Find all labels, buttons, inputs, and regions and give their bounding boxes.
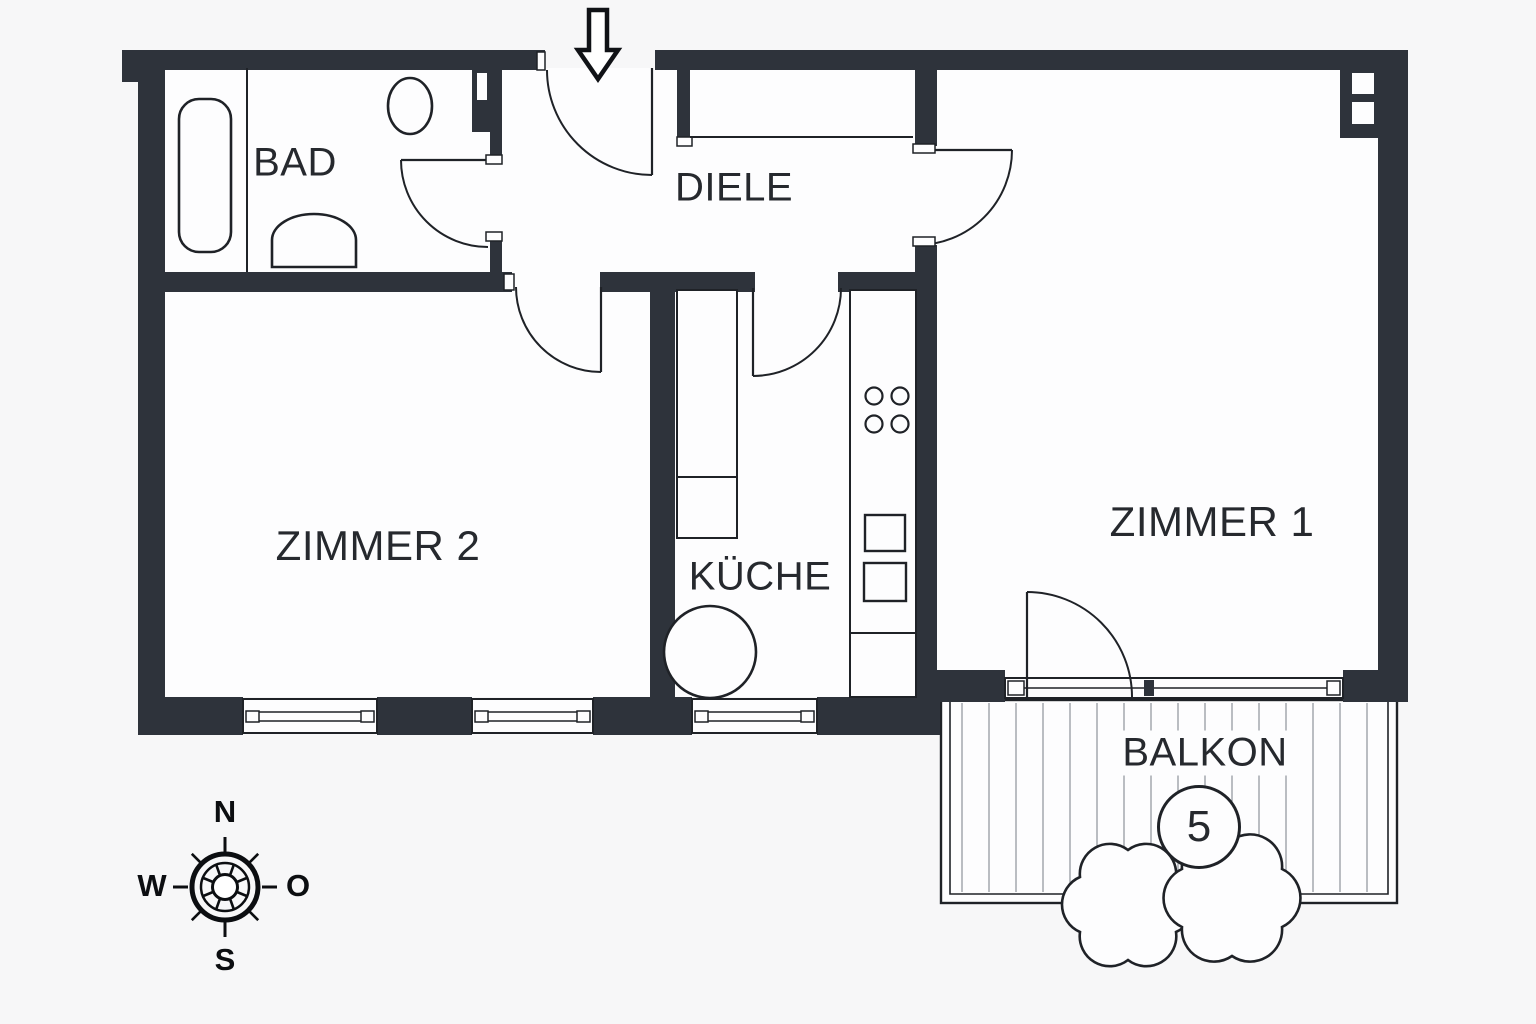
compass-north-label: N <box>213 794 237 829</box>
wall-segment <box>122 50 138 82</box>
room-label-zimmer2: ZIMMER 2 <box>275 522 481 569</box>
room-label-zimmer1: ZIMMER 1 <box>1109 498 1315 545</box>
room-label-diele: DIELE <box>674 165 794 210</box>
wall-segment <box>677 68 690 145</box>
walls <box>122 50 1408 735</box>
window <box>691 698 818 734</box>
kitchen-sink <box>862 561 908 603</box>
balcony-window-strip <box>1004 677 1344 699</box>
shaft-opening <box>1352 102 1374 124</box>
kitchen-counter <box>849 289 917 698</box>
wall-segment <box>165 272 512 292</box>
bathtub <box>177 97 233 254</box>
dining-table <box>662 604 758 700</box>
bathroom-sink <box>270 212 358 269</box>
wall-segment <box>1378 50 1408 702</box>
wall-segment <box>490 236 502 274</box>
wall-segment <box>817 697 940 735</box>
wall-segment <box>600 272 755 292</box>
compass-east-label: O <box>285 868 311 903</box>
room-label-balkon: BALKON <box>1112 730 1298 776</box>
compass-west-label: W <box>137 868 167 903</box>
kitchen-cabinet <box>676 476 738 539</box>
apartment-number: 5 <box>1186 802 1212 851</box>
room-label-kueche: KÜCHE <box>688 554 832 599</box>
wall-segment <box>122 50 545 70</box>
shaft-opening <box>477 73 487 100</box>
window <box>242 698 378 734</box>
zimmer2-door <box>503 273 603 373</box>
window <box>471 698 594 734</box>
entrance-arrow-icon <box>573 7 623 83</box>
wall-segment <box>655 50 1408 70</box>
kitchen-sink <box>863 513 907 553</box>
wall-segment <box>917 670 1005 702</box>
compass-rose-icon <box>173 837 277 937</box>
apartment-floor <box>165 68 1378 697</box>
wall-segment <box>915 68 937 146</box>
zimmer1-door <box>912 143 1013 247</box>
wall-segment <box>1343 670 1408 702</box>
windows <box>242 677 1344 734</box>
wall-segment <box>138 50 165 735</box>
balcony-door <box>1025 591 1133 698</box>
bathroom-door <box>400 154 503 248</box>
room-label-bad: BAD <box>253 140 337 185</box>
fixtures <box>177 68 917 700</box>
shaft-opening <box>1352 73 1374 94</box>
kitchen-door <box>676 136 842 377</box>
kitchen-cabinet <box>676 289 738 478</box>
toilet <box>386 76 434 136</box>
doors <box>400 51 1133 698</box>
balcony <box>939 698 1399 968</box>
compass-south-label: S <box>214 942 236 977</box>
wall-segment <box>377 697 472 735</box>
wall-segment <box>593 697 692 735</box>
wall-segment <box>490 128 502 158</box>
entrance-door <box>536 51 654 176</box>
wall-segment <box>915 245 937 702</box>
apartment-number-badge: 5 <box>1157 785 1241 869</box>
floors <box>165 68 1397 903</box>
wall-segment <box>838 272 917 292</box>
stove-burners <box>864 386 910 434</box>
wall-segment <box>138 697 243 735</box>
